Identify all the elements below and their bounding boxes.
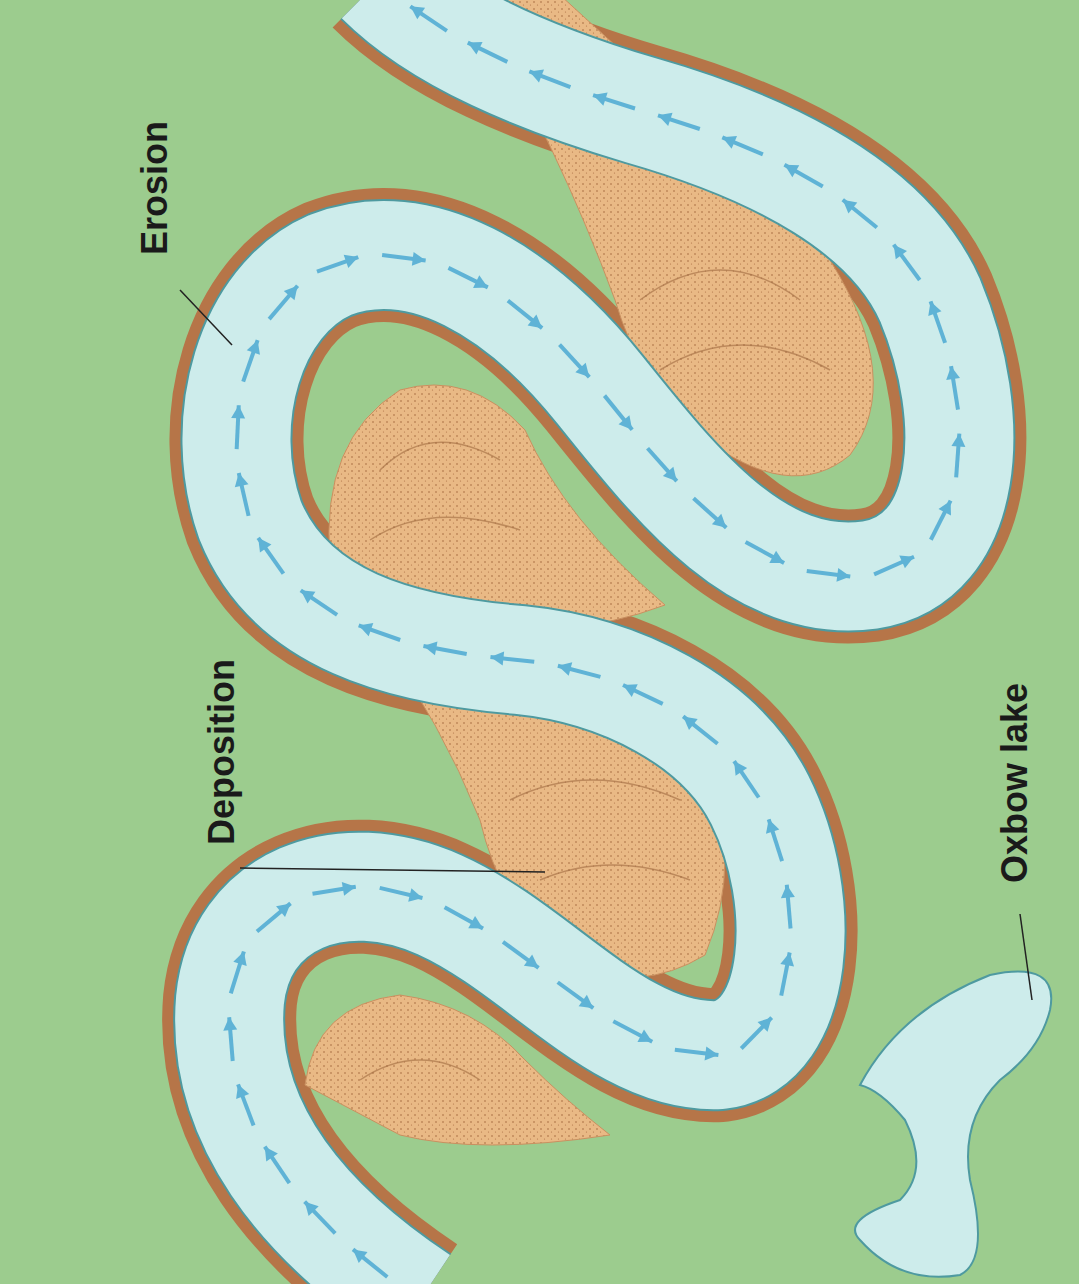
flow-dash [741,1018,771,1049]
flow-dash [410,6,447,30]
flow-arrowhead [233,951,246,965]
flow-arrowhead [305,1202,319,1216]
flow-arrowhead [528,315,543,329]
flow-arrowhead [247,340,260,355]
flow-arrowhead [928,301,941,316]
flow-arrowhead [575,363,589,377]
flow-dash [843,200,877,228]
flow-arrowhead [836,568,850,582]
flow-dash [894,245,920,280]
flow-dash [445,907,483,928]
flow-dash [558,982,594,1008]
flow-arrowhead [284,286,298,300]
flow-arrowhead [490,651,504,665]
oxbow-lake-label: Oxbow lake [997,683,1033,883]
flow-arrowhead [529,70,544,83]
flow-dash [613,1021,652,1041]
flow-arrowhead [468,916,483,928]
flow-dash [468,43,508,62]
flow-arrowhead [946,366,960,380]
flow-dash [931,501,951,540]
flow-arrowhead [524,954,539,967]
flow-arrows [223,6,965,1277]
flow-arrowhead [353,1249,368,1263]
flow-arrowhead [619,415,633,430]
flow-arrowhead [734,761,747,776]
erosion-label: Erosion [137,121,173,255]
leader-lines [180,290,1032,1000]
flow-arrowhead [344,255,359,268]
flow-arrowhead [938,501,950,516]
flow-arrowhead [410,6,425,19]
flow-arrowhead [766,819,779,834]
flow-dash [784,165,822,187]
river [223,0,965,1284]
flow-arrowhead [843,200,858,214]
flow-arrowhead [276,903,290,917]
flow-arrowhead [423,641,437,655]
flow-arrowhead [780,952,794,966]
flow-arrowhead [683,716,698,730]
flow-dash [508,301,542,329]
flow-dash [301,590,337,615]
flow-dash [560,345,590,377]
flow-dash [734,761,759,797]
flow-dash [269,286,297,319]
flow-dash [257,903,291,931]
flow-dash [305,1202,336,1234]
flow-arrowhead [412,252,426,266]
flow-arrowhead [408,888,422,902]
flow-arrowhead [558,662,572,676]
flow-arrowhead [758,1018,772,1032]
oxbow-lake [855,972,1051,1277]
flow-arrowhead [473,275,488,288]
flow-arrowhead [722,136,737,149]
flow-arrowhead [623,684,638,697]
flow-dash [623,685,663,704]
flow-arrowhead [781,885,795,899]
flow-arrowhead [359,623,374,636]
flow-arrowhead [236,1084,249,1099]
flow-arrowhead [265,1147,278,1162]
flow-arrowhead [231,405,245,418]
flow-dash [683,716,717,743]
flow-dash [604,396,632,430]
flow-dash [448,268,487,288]
flow-arrowhead [705,1047,719,1061]
flow-arrowhead [784,165,799,177]
flow-arrowhead [223,1017,237,1031]
flow-dash [648,448,677,481]
flow-arrowhead [235,473,249,487]
flow-arrowhead [658,113,673,126]
flow-arrowhead [579,995,594,1008]
flow-arrowhead [712,514,726,528]
flow-dash [265,1147,290,1183]
flow-arrowhead [468,42,483,55]
flow-dash [746,542,784,563]
flow-arrowhead [663,467,677,481]
flow-arrowhead [342,882,356,896]
flow-dash [353,1249,387,1277]
flow-arrowhead [258,538,271,553]
flow-arrowhead [593,92,608,105]
flow-arrowhead [951,434,965,447]
flow-arrowhead [637,1030,652,1042]
flow-arrowhead [894,245,907,260]
deposition-label: Deposition [204,659,240,845]
flow-dash [694,498,727,527]
flow-dash [258,538,283,574]
flow-arrowhead [899,556,914,569]
flow-arrowhead [301,590,316,603]
flow-dash [503,942,539,968]
flow-arrowhead [769,551,784,563]
